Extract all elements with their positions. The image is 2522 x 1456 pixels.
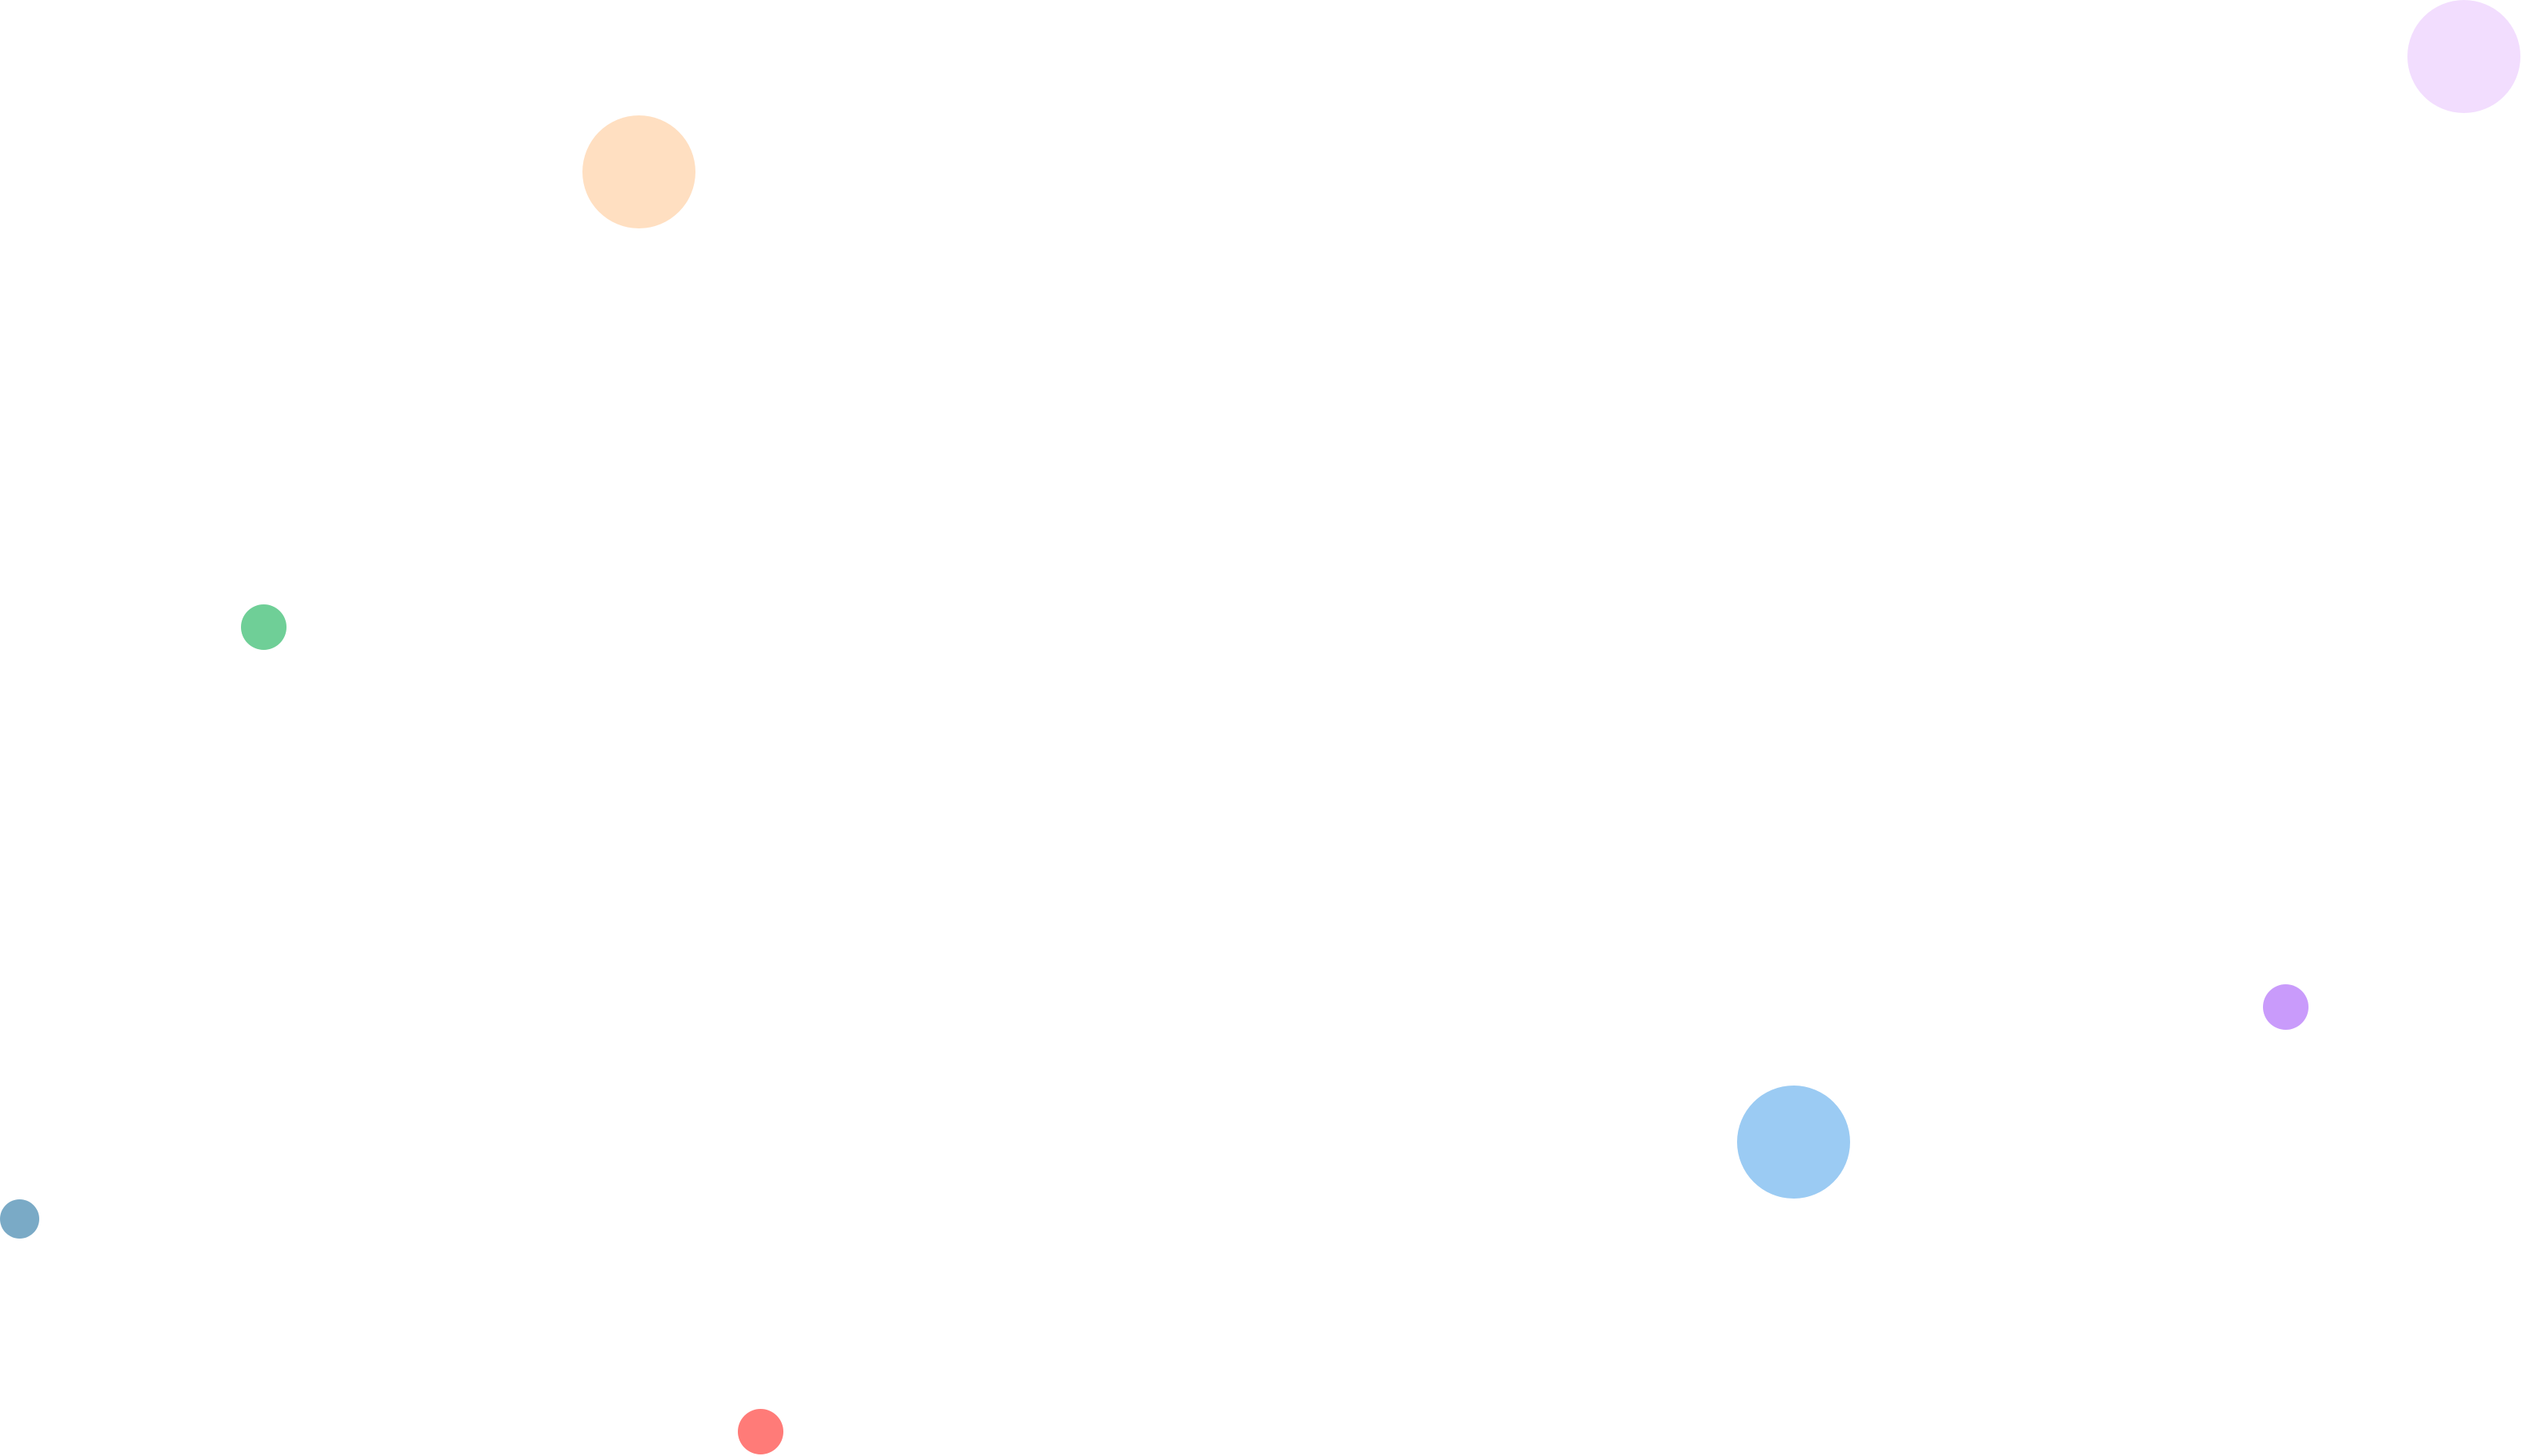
green-circle	[241, 604, 287, 650]
purple-circle	[2263, 984, 2308, 1030]
light-blue-circle	[1737, 1086, 1850, 1199]
steel-blue-circle	[0, 1199, 39, 1239]
coral-circle	[738, 1409, 783, 1454]
peach-circle	[582, 115, 695, 228]
lavender-circle	[2407, 0, 2520, 113]
